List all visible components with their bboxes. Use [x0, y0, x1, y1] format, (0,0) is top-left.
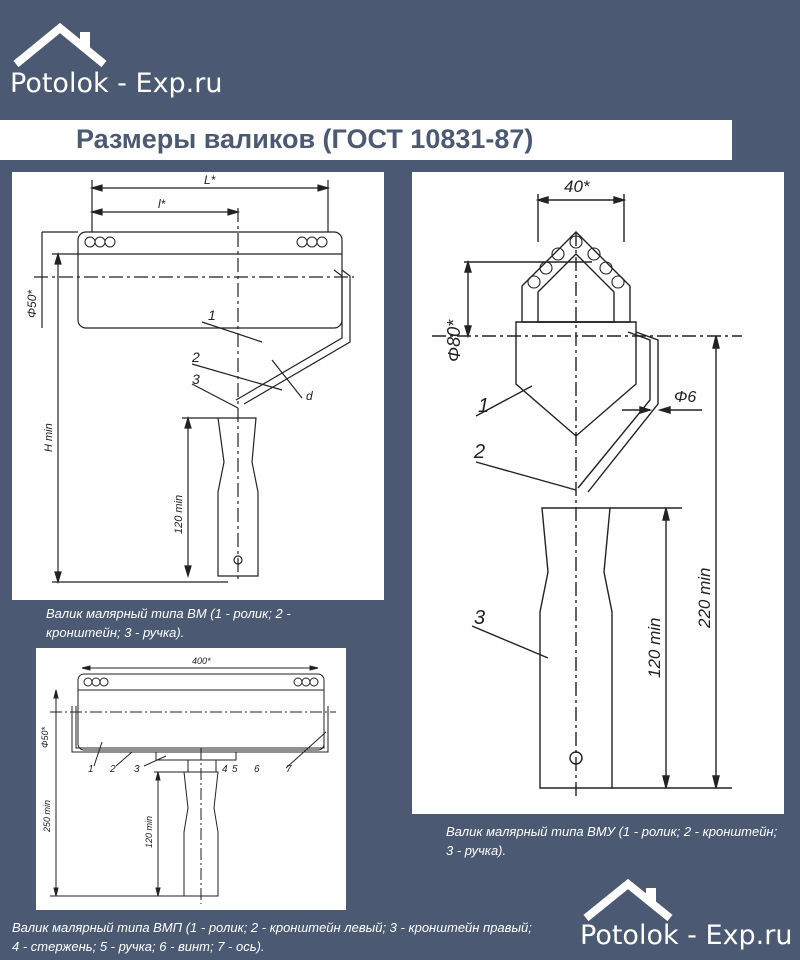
bmu-label-2: 2	[473, 441, 485, 463]
bmp-label-1: 1	[88, 764, 94, 775]
caption-bmp: Валик малярный типа ВМП (1 - ролик; 2 - …	[12, 920, 532, 954]
bm-label-l: l*	[158, 197, 166, 211]
drawing-bm-roller: L* l* Φ50* H min 120 min d 1 2 3	[12, 172, 384, 600]
bmu-label-width: 40*	[564, 177, 591, 196]
bm-label-L: L*	[204, 173, 216, 187]
bmu-label-3: 3	[474, 607, 485, 629]
site-brand: Potolok - Exp.ru	[10, 68, 223, 99]
bmp-label-width: 400*	[192, 656, 211, 666]
bmp-label-diameter: Φ50*	[40, 726, 50, 748]
bmp-label-7: 7	[286, 764, 292, 775]
house-icon	[13, 22, 107, 68]
site-brand: Potolok - Exp.ru	[580, 920, 793, 951]
bm-label-diameter: Φ50*	[25, 290, 39, 318]
bm-label-3: 3	[192, 371, 200, 387]
bmu-label-120: 120 min	[645, 618, 664, 678]
bmp-label-120: 120 min	[144, 816, 154, 848]
bm-label-1: 1	[208, 307, 216, 323]
page-title: Размеры валиков (ГОСТ 10831-87)	[76, 124, 534, 154]
drawing-bmp-roller: 400* Φ50* 250 min 120 min 1 2 3 4 5 6 7	[36, 648, 346, 910]
bmp-roller-svg: 400* Φ50* 250 min 120 min 1 2 3 4 5 6 7	[40, 656, 336, 904]
bmu-label-220: 220 min	[695, 568, 714, 629]
drawing-bmu-roller: 40* Φ80* Φ6 220 min 120 min 1 2 3	[412, 172, 784, 814]
title-bar: Размеры валиков (ГОСТ 10831-87)	[0, 120, 732, 160]
bmp-label-4: 4	[222, 764, 228, 775]
house-icon	[583, 878, 673, 922]
bmu-label-rod: Φ6	[674, 389, 696, 406]
bmu-label-diameter: Φ80*	[444, 319, 464, 362]
site-logo-top[interactable]: Potolok - Exp.ru	[10, 22, 240, 102]
bmu-label-1: 1	[478, 395, 489, 417]
bmu-roller-svg: 40* Φ80* Φ6 220 min 120 min 1 2 3	[432, 177, 742, 800]
bmp-label-3: 3	[134, 764, 140, 775]
bmp-label-5: 5	[232, 764, 238, 775]
caption-bmu: Валик малярный типа ВМУ (1 - ролик; 2 - …	[446, 824, 778, 858]
bm-label-h: H min	[43, 423, 55, 452]
bm-roller-svg: L* l* Φ50* H min 120 min d 1 2 3	[25, 173, 354, 585]
bm-label-2: 2	[191, 349, 200, 365]
bm-label-120: 120 min	[173, 495, 185, 534]
bmp-label-6: 6	[254, 764, 260, 775]
bm-label-d: d	[306, 389, 313, 403]
bmp-label-2: 2	[109, 764, 116, 775]
bmp-label-250: 250 min	[42, 800, 52, 833]
site-logo-bottom[interactable]: Potolok - Exp.ru	[580, 878, 793, 956]
caption-bm: Валик малярный типа ВМ (1 - ролик; 2 - к…	[46, 606, 291, 640]
